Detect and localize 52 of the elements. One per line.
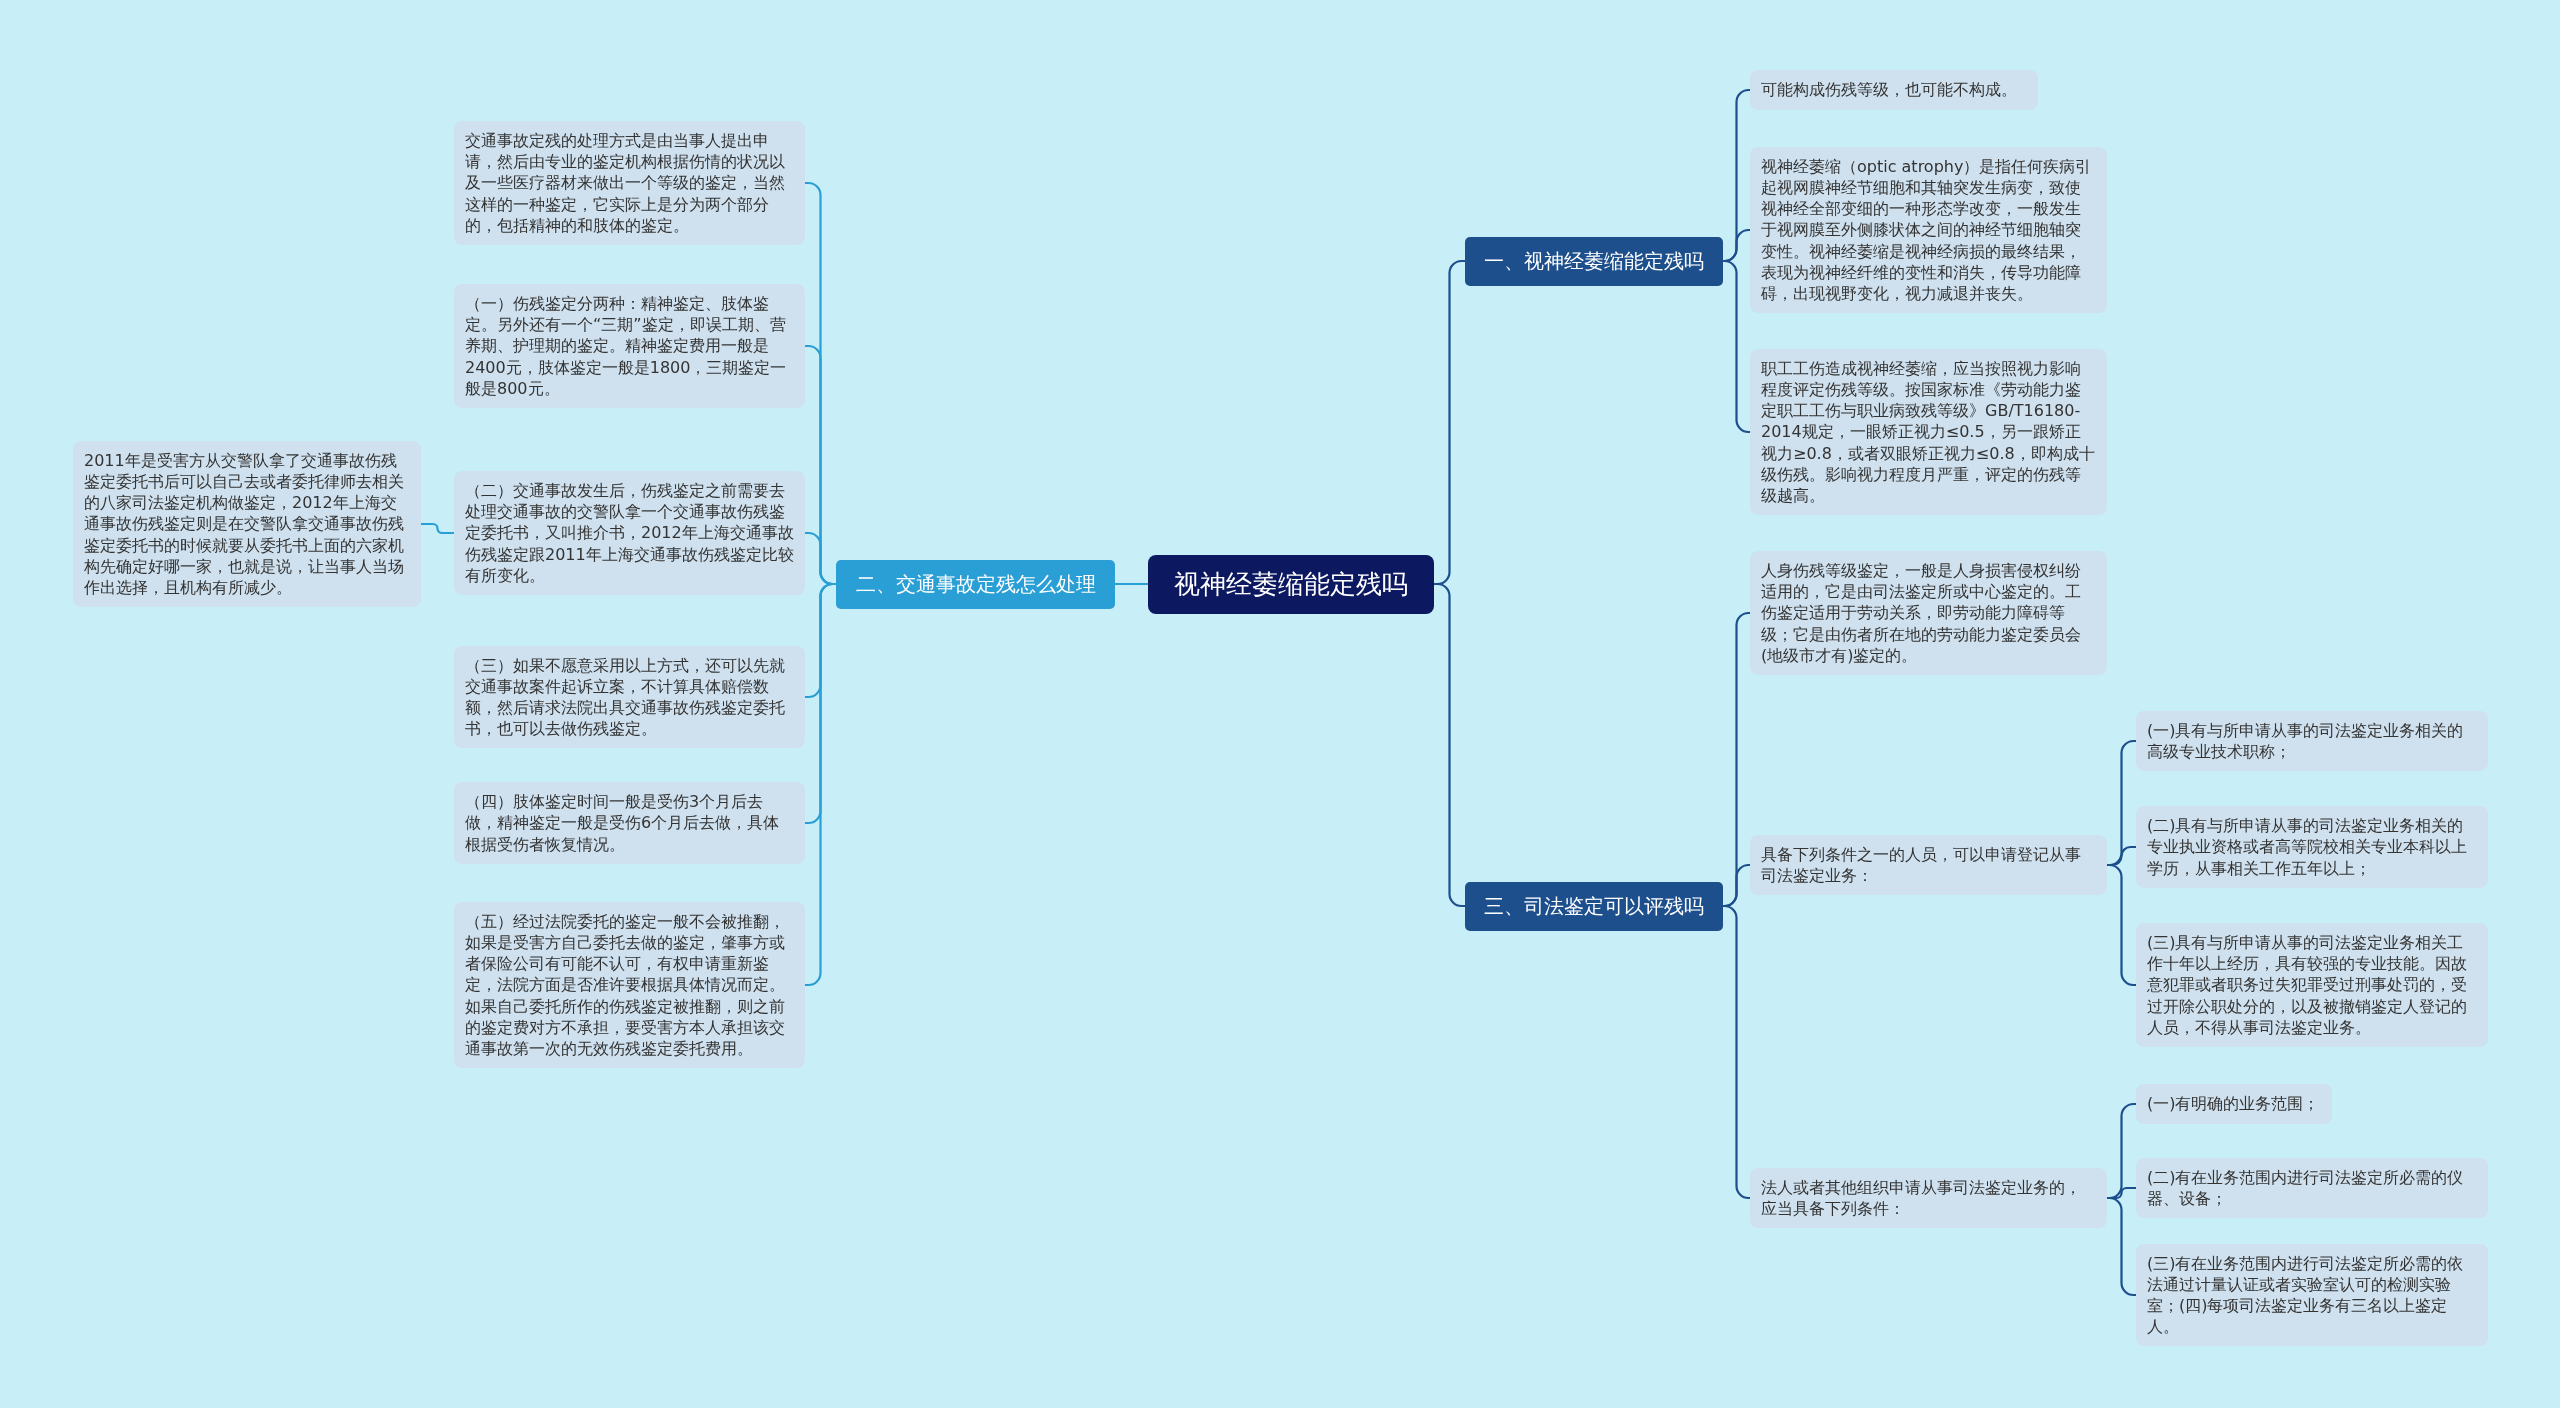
topic-text: 交通事故定残的处理方式是由当事人提出申请，然后由专业的鉴定机构根据伤情的状况以及一些医疗器材来做出一个等级的鉴定，当然这样的一种鉴定，它实际上是分为两个部分的，包括精神的和肢体的鉴定。 bbox=[465, 130, 786, 236]
topic-card bbox=[2136, 1243, 2488, 1347]
topic-card bbox=[1750, 349, 2107, 515]
topic-text: (二)具有与所申请从事的司法鉴定业务相关的专业执业资格或者高等院校相关专业本科以上学历，从事相关工作五年以上； bbox=[2147, 815, 2468, 879]
topic-text: 三、司法鉴定可以评残吗 bbox=[1483, 892, 1705, 920]
central-topic bbox=[1148, 554, 1434, 614]
topic-text: 具备下列条件之一的人员，可以申请登记从事司法鉴定业务： bbox=[1761, 843, 2082, 887]
topic-card bbox=[1750, 551, 2107, 675]
topic-text: （五）经过法院委托的鉴定一般不会被推翻，如果是受害方自己委托去做的鉴定，肇事方或者保险公司有可能不认可，有权申请重新鉴定，法院方面是否准许要根据具体情况而定。如果自己委托所作的伤残鉴定被推翻，则之前的鉴定费对方不承担，要受害方本人承担该交通事故第一次的无效伤残鉴定委托费用。 bbox=[465, 911, 786, 1059]
topic-card bbox=[1750, 834, 2107, 896]
topic-card bbox=[2136, 806, 2488, 888]
topic-card bbox=[1750, 1167, 2107, 1229]
connector-line bbox=[2107, 863, 2136, 987]
branch-topic bbox=[1465, 881, 1723, 931]
topic-text: （四）肢体鉴定时间一般是受伤3个月后去做，精神鉴定一般是受伤6个月后去做，具体根据受伤者恢复情况。 bbox=[465, 791, 781, 855]
topic-card bbox=[454, 471, 805, 595]
topic-card bbox=[454, 121, 805, 245]
connector-line bbox=[1722, 259, 1751, 434]
topic-card bbox=[454, 782, 805, 864]
connector-line bbox=[2107, 1196, 2136, 1297]
topic-card bbox=[2136, 1157, 2488, 1219]
topic-text: 法人或者其他组织申请从事司法鉴定业务的，应当具备下列条件： bbox=[1761, 1176, 2082, 1220]
topic-text: (三)具有与所申请从事的司法鉴定业务相关工作十年以上经历，具有较强的专业技能。因故意犯罪或者职务过失犯罪受过刑事处罚的，受过开除公职处分的，以及被撤销鉴定人登记的人员，不得从事司法鉴定业务。 bbox=[2147, 932, 2468, 1038]
connector-line bbox=[1115, 582, 1148, 586]
topic-text: (一)有明确的业务范围； bbox=[2147, 1093, 2321, 1115]
topic-text: （二）交通事故发生后，伤残鉴定之前需要去处理交通事故的交警队拿一个交通事故伤残鉴定委托书，又叫推介书，2012年上海交通事故伤残鉴定跟2011年上海交通事故伤残鉴定比较有所变化。 bbox=[465, 480, 794, 586]
topic-text: 一、视神经萎缩能定残吗 bbox=[1483, 247, 1705, 275]
topic-text: 二、交通事故定残怎么处理 bbox=[854, 570, 1097, 598]
topic-text: (一)具有与所申请从事的司法鉴定业务相关的高级专业技术职称； bbox=[2147, 719, 2465, 763]
topic-card bbox=[454, 284, 805, 408]
topic-text: 视神经萎缩能定残吗 bbox=[1173, 567, 1409, 601]
topic-text: 职工工伤造成视神经萎缩，应当按照视力影响程度评定伤残等级。按国家标准《劳动能力鉴定职工工伤与职业病致残等级》GB/T16180-2014规定，一眼矫正视力≤0.5，另一跟矫正视力≥0.8，或者双眼矫正视力≤0.8，即构成十级伤残。影响视力程度月严重，评定的伤残等级越高。 bbox=[1761, 358, 2096, 506]
topic-card bbox=[2136, 923, 2488, 1047]
branch-topic bbox=[1465, 236, 1723, 286]
topic-text: （三）如果不愿意采用以上方式，还可以先就交通事故案件起诉立案，不计算具体赔偿数额，然后请求法院出具交通事故伤残鉴定委托书，也可以去做伤残鉴定。 bbox=[465, 654, 786, 740]
topic-text: 2011年是受害方从交警队拿了交通事故伤残鉴定委托书后可以自己去或者委托律师去相关的八家司法鉴定机构做鉴定，2012年上海交通事故伤残鉴定则是在交警队拿交通事故伤残鉴定委托书的时候就要从委托书上面的六家机构先确定好哪一家，也就是说，让当事人当场作出选择，且机构有所减少。 bbox=[84, 450, 405, 598]
topic-text: (三)有在业务范围内进行司法鉴定所必需的依法通过计量认证或者实验室认可的检测实验室；(四)每项司法鉴定业务有三名以上鉴定人。 bbox=[2147, 1252, 2465, 1338]
topic-text: 可能构成伤残等级，也可能不构成。 bbox=[1761, 79, 2018, 101]
branch-topic bbox=[836, 559, 1115, 609]
topic-card bbox=[1750, 147, 2107, 313]
connector-line bbox=[1722, 904, 1751, 1200]
topic-card bbox=[454, 645, 805, 749]
topic-card bbox=[2136, 1084, 2332, 1124]
topic-card bbox=[1750, 70, 2038, 110]
topic-text: （一）伤残鉴定分两种：精神鉴定、肢体鉴定。另外还有一个“三期”鉴定，即误工期、营养期、护理期的鉴定。精神鉴定费用一般是2400元，肢体鉴定一般是1800，三期鉴定一般是800元。 bbox=[465, 293, 788, 399]
topic-card bbox=[2136, 710, 2488, 772]
topic-text: 视神经萎缩（optic atrophy）是指任何疾病引起视网膜神经节细胞和其轴突发生病变，致使视神经全部变细的一种形态学改变，一般发生于视网膜至外侧膝状体之间的神经节细胞轴突变性。视神经萎缩是视神经病损的最终结果，表现为视神经纤维的变性和消失，传导功能障碍，出现视野变化，视力减退并丧失。 bbox=[1761, 156, 2093, 304]
connector-line bbox=[421, 522, 454, 535]
topic-card bbox=[454, 902, 805, 1068]
topic-card bbox=[73, 441, 421, 607]
topic-text: (二)有在业务范围内进行司法鉴定所必需的仪器、设备； bbox=[2147, 1166, 2465, 1210]
topic-text: 人身伤残等级鉴定，一般是人身损害侵权纠纷适用的，它是由司法鉴定所或中心鉴定的。工伤鉴定适用于劳动关系，即劳动能力障碍等级；它是由伤者所在地的劳动能力鉴定委员会(地级市才有)鉴定的。 bbox=[1761, 560, 2082, 666]
